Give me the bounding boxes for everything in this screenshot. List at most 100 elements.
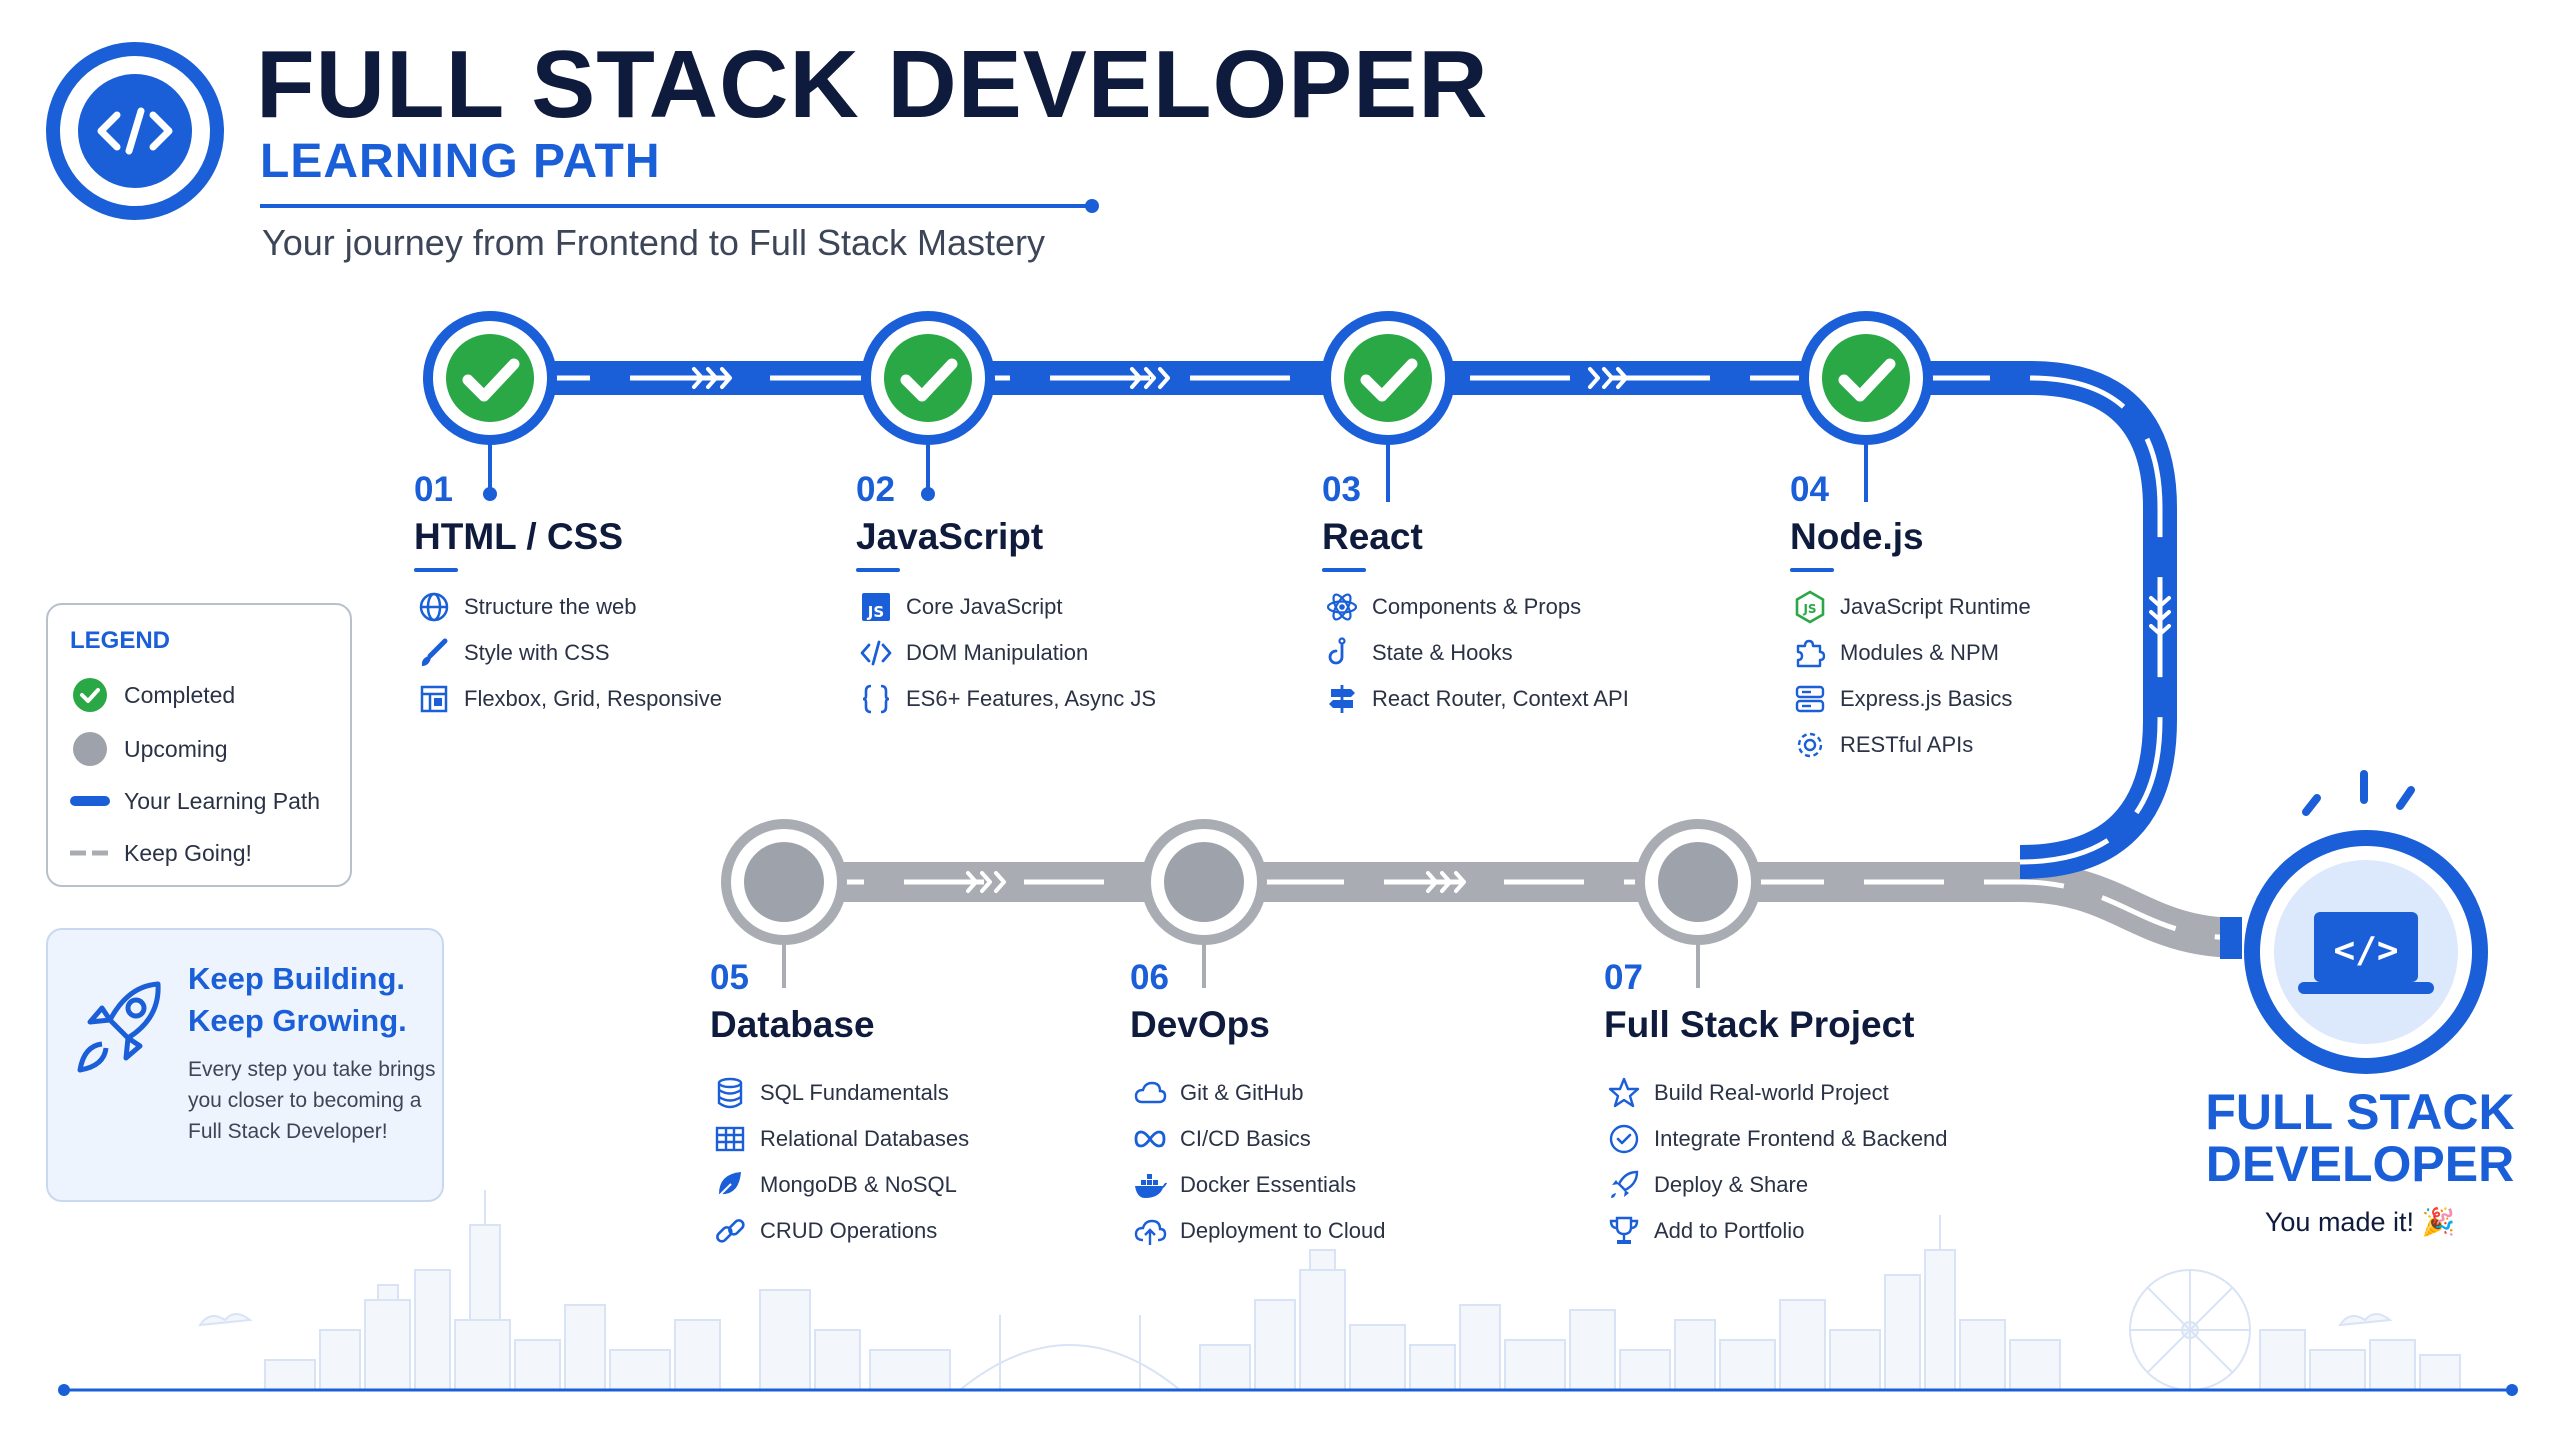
item-label: Docker Essentials — [1180, 1172, 1357, 1197]
item-label: Deployment to Cloud — [1180, 1218, 1386, 1243]
step-title: JavaScript — [856, 516, 1044, 557]
paintbrush-icon — [414, 633, 454, 673]
legend-item-keep-going: Keep Going! — [70, 835, 252, 871]
list-item: Structure the web — [414, 584, 722, 630]
step-number: 01 — [414, 470, 453, 509]
nodejs-hex-icon: JS — [1790, 587, 1830, 627]
finale-subtitle: You made it! 🎉 — [2264, 1207, 2456, 1237]
upcoming-dot-icon — [70, 731, 110, 767]
js-badge-icon: JS — [856, 587, 896, 627]
gear-icon — [1790, 725, 1830, 765]
item-label: MongoDB & NoSQL — [760, 1172, 957, 1197]
node-upcoming-05 — [721, 819, 847, 945]
list-item: Add to Portfolio — [1604, 1208, 1948, 1254]
item-label: Git & GitHub — [1180, 1080, 1304, 1105]
legend-item-upcoming: Upcoming — [70, 731, 228, 767]
legend-label: Completed — [124, 681, 236, 708]
app-logo — [46, 42, 224, 220]
completed-path — [490, 361, 2177, 879]
list-item: JS Core JavaScript — [856, 584, 1156, 630]
link-icon — [710, 1211, 750, 1251]
step-underline — [414, 568, 458, 572]
server-icon — [1790, 679, 1830, 719]
list-item: State & Hooks — [1322, 630, 1629, 676]
legend-label: Your Learning Path — [124, 787, 321, 814]
cloud-upload-icon — [1130, 1211, 1170, 1251]
item-label: Flexbox, Grid, Responsive — [464, 686, 722, 711]
svg-text:</>: </> — [2333, 930, 2398, 971]
legend-item-learning-path: Your Learning Path — [70, 783, 320, 819]
step-card-02: 02 JavaScript JS Core JavaScript DOM Man… — [856, 470, 1156, 722]
svg-text:JS: JS — [867, 603, 884, 621]
step-number: 05 — [710, 958, 749, 997]
item-label: Structure the web — [464, 594, 637, 619]
node-completed-01 — [423, 311, 557, 445]
item-label: Components & Props — [1372, 594, 1582, 619]
leaf-icon — [710, 1165, 750, 1205]
list-item: RESTful APIs — [1790, 722, 2031, 768]
step-number: 03 — [1322, 470, 1361, 509]
legend-title: LEGEND — [70, 627, 171, 654]
node-upcoming-07 — [1635, 819, 1761, 945]
item-label: Relational Databases — [760, 1126, 970, 1151]
solid-path-icon — [70, 783, 110, 819]
step-title: Full Stack Project — [1604, 1004, 1915, 1045]
node-completed-04 — [1799, 311, 1933, 445]
step-title: Node.js — [1790, 516, 1924, 557]
motivation-body: Every step you take brings you closer to… — [188, 1058, 436, 1143]
step-underline — [710, 1056, 754, 1060]
curly-braces-icon — [856, 679, 896, 719]
motivation-title-line: Keep Building. — [188, 961, 405, 996]
step-title: React — [1322, 516, 1423, 557]
item-label: Integrate Frontend & Backend — [1654, 1126, 1948, 1151]
step-number: 07 — [1604, 958, 1643, 997]
item-label: Core JavaScript — [906, 594, 1063, 619]
item-label: Style with CSS — [464, 640, 610, 665]
step-title: HTML / CSS — [414, 516, 623, 557]
atom-icon — [1322, 587, 1362, 627]
trophy-icon — [1604, 1211, 1644, 1251]
list-item: Relational Databases — [710, 1116, 969, 1162]
item-label: Deploy & Share — [1654, 1172, 1809, 1197]
legend-label: Keep Going! — [124, 839, 252, 866]
star-icon — [1604, 1073, 1644, 1113]
signpost-icon — [1322, 679, 1362, 719]
list-item: CRUD Operations — [710, 1208, 969, 1254]
list-item: Build Real-world Project — [1604, 1070, 1948, 1116]
list-item: JS JavaScript Runtime — [1790, 584, 2031, 630]
list-item: Deploy & Share — [1604, 1162, 1948, 1208]
item-label: Modules & NPM — [1840, 640, 1999, 665]
svg-text:JS: JS — [1802, 602, 1816, 616]
step-title: DevOps — [1130, 1004, 1270, 1045]
step-number: 02 — [856, 470, 895, 509]
list-item: Deployment to Cloud — [1130, 1208, 1385, 1254]
item-label: Add to Portfolio — [1654, 1218, 1805, 1243]
list-item: Modules & NPM — [1790, 630, 2031, 676]
legend-item-completed: Completed — [70, 677, 235, 713]
list-item: Integrate Frontend & Backend — [1604, 1116, 1948, 1162]
step-title: Database — [710, 1004, 875, 1045]
finale-title-line: DEVELOPER — [2205, 1136, 2515, 1192]
step-card-05: 05 Database SQL Fundamentals Relational … — [710, 958, 969, 1254]
step-number: 04 — [1790, 470, 1829, 509]
list-item: ES6+ Features, Async JS — [856, 676, 1156, 722]
step-underline — [1604, 1056, 1648, 1060]
list-item: CI/CD Basics — [1130, 1116, 1385, 1162]
node-completed-02 — [861, 311, 995, 445]
finale-title-line: FULL STACK — [2205, 1084, 2515, 1140]
step-underline — [1322, 568, 1366, 572]
code-icon — [97, 107, 173, 155]
dashed-path-icon — [70, 835, 110, 871]
item-label: Express.js Basics — [1840, 686, 2013, 711]
motivation-card: Keep Building. Keep Growing. Every step … — [46, 928, 444, 1202]
upcoming-path — [784, 862, 2242, 959]
finale-title: FULL STACK DEVELOPER — [2160, 1086, 2560, 1190]
docker-whale-icon — [1130, 1165, 1170, 1205]
infinity-icon — [1130, 1119, 1170, 1159]
layout-icon — [414, 679, 454, 719]
step-card-04: 04 Node.js JS JavaScript Runtime Modules… — [1790, 470, 2031, 768]
step-number: 06 — [1130, 958, 1169, 997]
list-item: SQL Fundamentals — [710, 1070, 969, 1116]
legend-label: Upcoming — [124, 735, 228, 762]
item-label: DOM Manipulation — [906, 640, 1089, 665]
